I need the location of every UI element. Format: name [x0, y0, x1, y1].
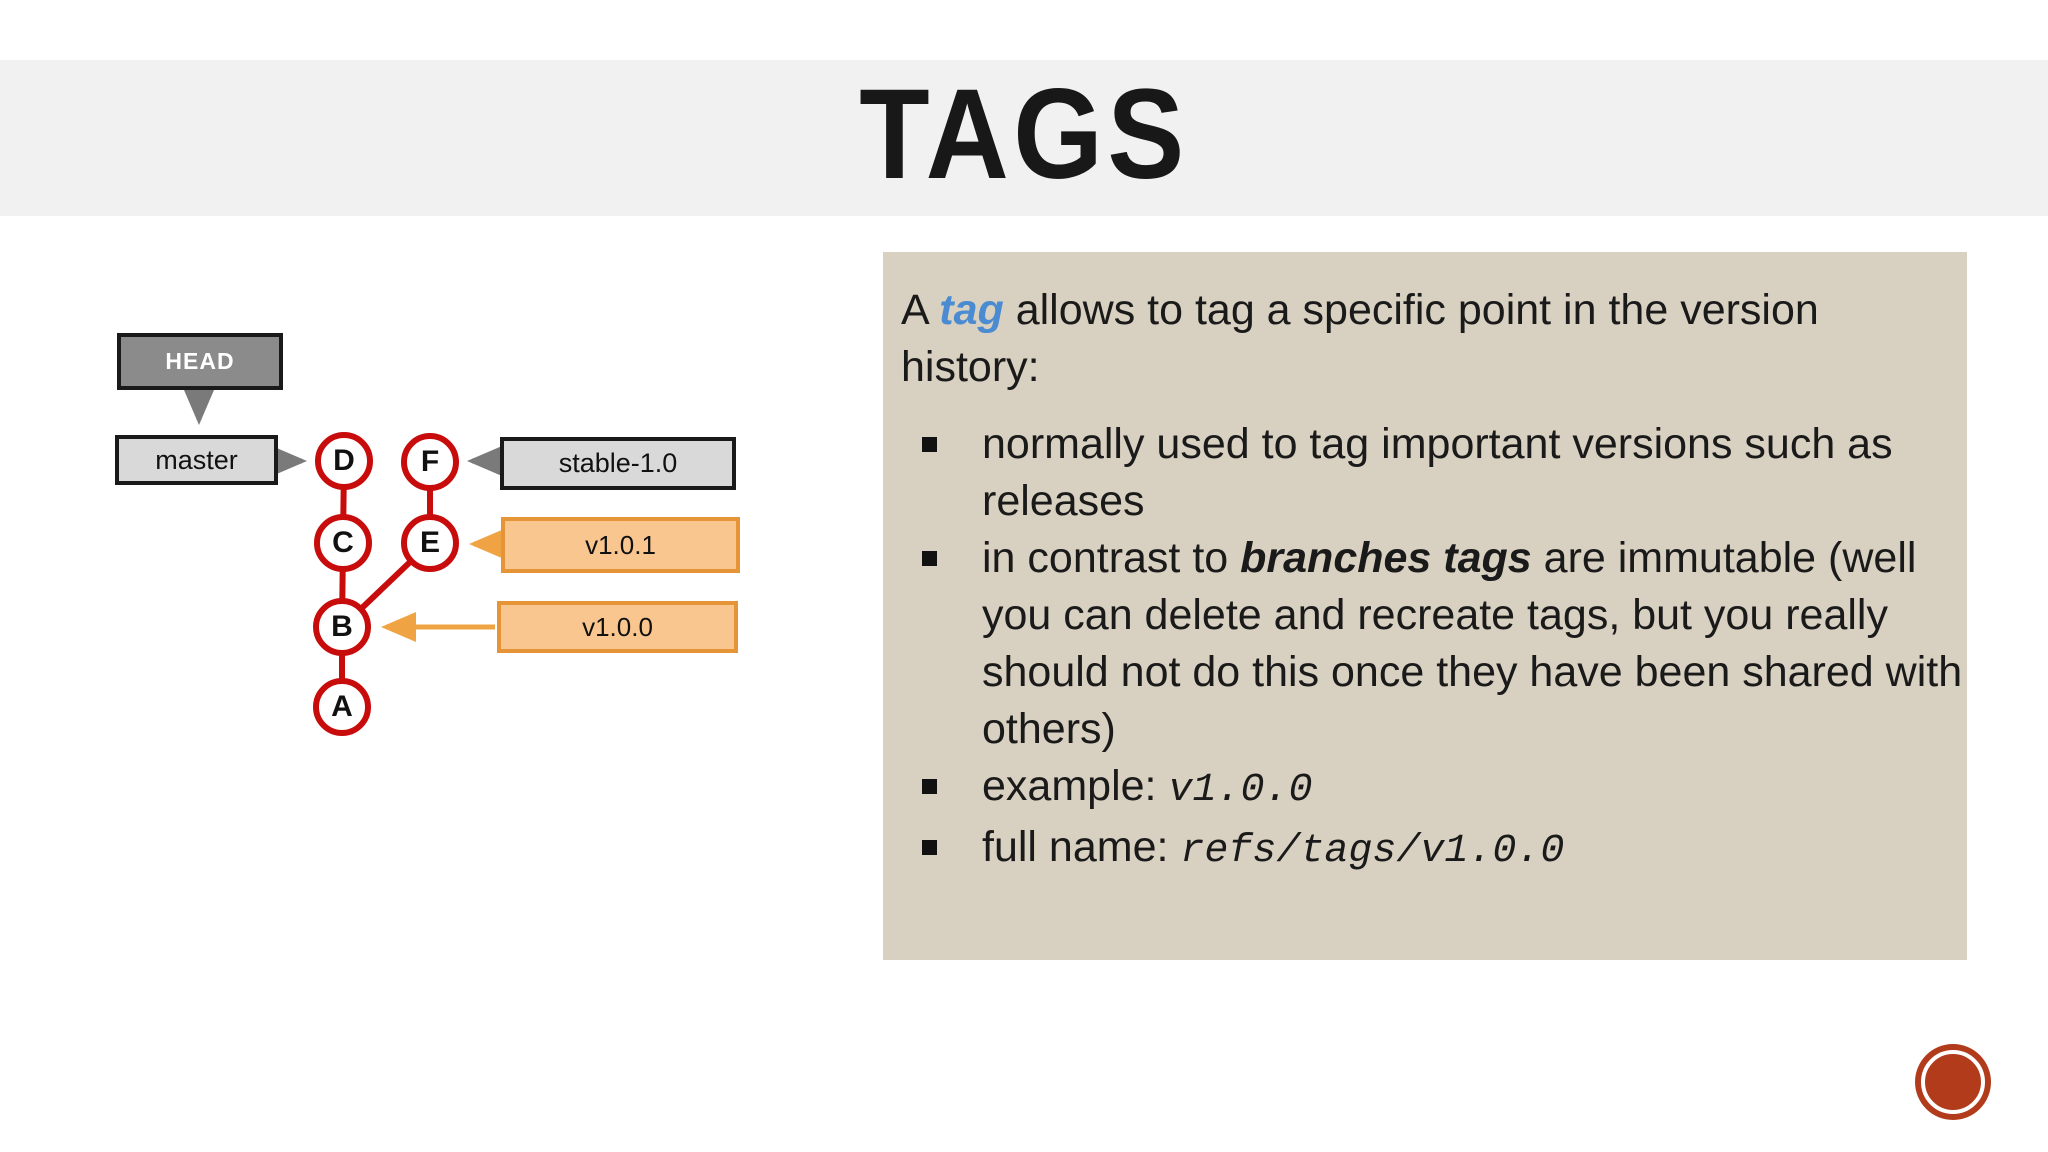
- text-segment: are immutable (well you can delete and r…: [982, 534, 1963, 753]
- bullet-item: example: v1.0.0: [901, 758, 1965, 819]
- text-segment: full name:: [982, 823, 1181, 871]
- bullet-square-icon: [922, 437, 937, 452]
- head-ref-box: HEAD: [117, 333, 283, 390]
- tag-bullet-list: normally used to tag important versions …: [901, 416, 1965, 880]
- bullet-item: full name: refs/tags/v1.0.0: [901, 819, 1965, 880]
- bullet-item: in contrast to branches tags are immutab…: [901, 530, 1965, 758]
- explanation-panel: A tag allows to tag a specific point in …: [883, 252, 1967, 960]
- text-segment: example:: [982, 762, 1169, 810]
- stable-label: stable-1.0: [558, 448, 678, 478]
- decorative-circle-ring: [1921, 1050, 1985, 1114]
- commit-node-c: C: [314, 514, 372, 572]
- text-segment: branches tags: [1240, 534, 1532, 582]
- text-segment: A: [901, 286, 940, 334]
- commit-node-b: B: [313, 598, 371, 656]
- bullet-item: normally used to tag important versions …: [901, 416, 1965, 530]
- tag-v100-label: v1.0.0: [582, 611, 653, 642]
- text-segment: tag: [939, 286, 1004, 334]
- master-label: master: [155, 444, 238, 475]
- commit-node-d: D: [315, 432, 373, 490]
- page-title: TAGS: [859, 63, 1189, 206]
- text-segment: v1.0.0: [1168, 768, 1313, 813]
- commit-node-label: C: [332, 526, 354, 559]
- tag-v101-box: v1.0.1: [501, 517, 740, 573]
- bullet-text: full name: refs/tags/v1.0.0: [982, 819, 1564, 880]
- master-branch-box: master: [115, 435, 278, 485]
- bullet-square-icon: [922, 840, 937, 855]
- tag-v101-label: v1.0.1: [585, 529, 656, 560]
- commit-node-label: B: [331, 610, 353, 643]
- text-segment: normally used to tag important versions …: [982, 420, 1893, 525]
- commit-node-label: D: [333, 444, 355, 477]
- commit-node-label: A: [331, 690, 353, 723]
- decorative-circle: [1915, 1044, 1991, 1120]
- commit-node-label: F: [420, 445, 440, 478]
- commit-node-label: E: [419, 526, 440, 559]
- head-label: HEAD: [165, 348, 235, 374]
- intro-text: A tag allows to tag a specific point in …: [901, 282, 1965, 396]
- commit-node-e: E: [401, 514, 459, 572]
- bullet-text: normally used to tag important versions …: [982, 416, 1965, 530]
- bullet-text: example: v1.0.0: [982, 758, 1312, 819]
- text-segment: allows to tag a specific point in the ve…: [901, 286, 1819, 391]
- text-segment: refs/tags/v1.0.0: [1180, 829, 1565, 874]
- commit-node-f: F: [401, 433, 459, 491]
- bullet-square-icon: [922, 551, 937, 566]
- title-band: TAGS: [0, 60, 2048, 216]
- stable-branch-box: stable-1.0: [500, 437, 736, 490]
- tag-v100-box: v1.0.0: [497, 601, 738, 653]
- commit-node-a: A: [313, 678, 371, 736]
- bullet-square-icon: [922, 779, 937, 794]
- bullet-text: in contrast to branches tags are immutab…: [982, 530, 1965, 758]
- text-segment: in contrast to: [982, 534, 1241, 582]
